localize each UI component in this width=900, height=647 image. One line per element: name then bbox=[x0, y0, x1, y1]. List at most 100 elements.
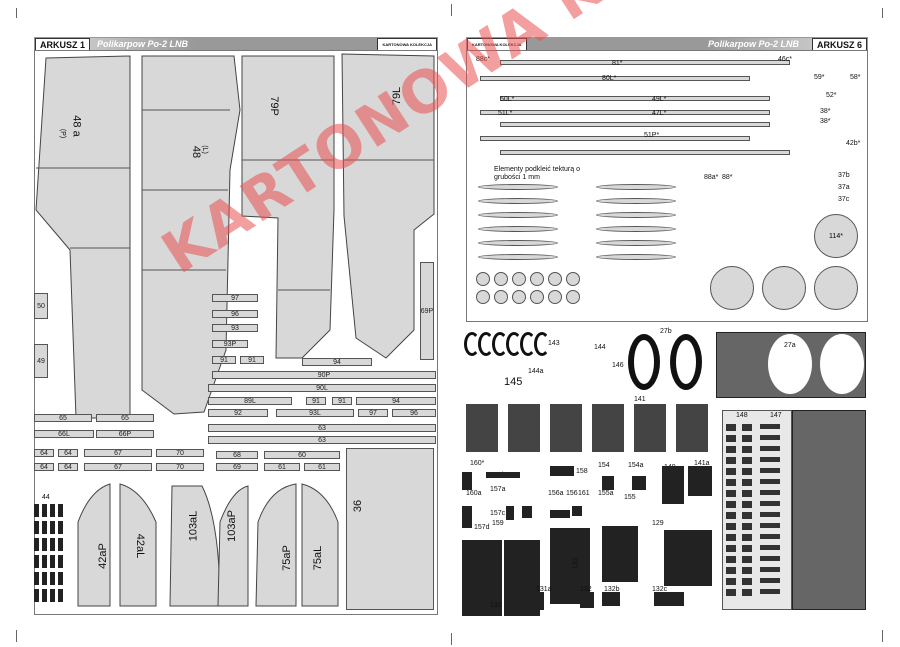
crop-mark bbox=[882, 8, 883, 18]
pad bbox=[726, 589, 736, 596]
c-shape bbox=[506, 332, 522, 356]
pad bbox=[742, 501, 752, 508]
part-147 bbox=[792, 410, 866, 610]
part-63: 63 bbox=[208, 424, 436, 432]
part-44-strip bbox=[42, 521, 47, 534]
part-44-strip bbox=[50, 504, 55, 517]
pad bbox=[742, 512, 752, 519]
pad bbox=[760, 446, 780, 451]
mech-part bbox=[486, 472, 520, 478]
pad bbox=[742, 435, 752, 442]
part-44-strip bbox=[58, 521, 63, 534]
part-27a-label: 27a bbox=[784, 342, 796, 349]
part-63: 63 bbox=[208, 436, 436, 444]
part-64: 64 bbox=[34, 463, 54, 471]
part-145-label: 145 bbox=[504, 376, 523, 388]
pad bbox=[760, 523, 780, 528]
part-160a-label: 160a bbox=[466, 490, 482, 497]
crop-mark bbox=[16, 8, 17, 18]
pad bbox=[742, 545, 752, 552]
thickness-note: Elementy podkleić tekturą o grubości 1 m… bbox=[494, 166, 580, 181]
part-64: 64 bbox=[58, 449, 78, 457]
pad bbox=[742, 523, 752, 530]
longeron-strip bbox=[500, 122, 770, 127]
pad bbox=[726, 567, 736, 574]
pad bbox=[742, 446, 752, 453]
part-61: 61 bbox=[264, 463, 300, 471]
part-44-strip bbox=[58, 504, 63, 517]
part-81: 81* bbox=[612, 60, 623, 67]
part-132b-label: 132b bbox=[604, 586, 620, 593]
block-141 bbox=[634, 404, 666, 452]
part-91: 91 bbox=[306, 397, 326, 405]
c-shape bbox=[520, 332, 536, 356]
part-44-strip bbox=[34, 589, 39, 602]
rib bbox=[596, 240, 676, 246]
disc bbox=[530, 290, 544, 304]
part-49: 49 bbox=[34, 344, 48, 378]
part-114: 114* bbox=[814, 214, 858, 258]
disc bbox=[494, 290, 508, 304]
block-141 bbox=[676, 404, 708, 452]
c-shape bbox=[464, 332, 480, 356]
rib bbox=[478, 184, 558, 190]
disc bbox=[548, 272, 562, 286]
pad bbox=[742, 457, 752, 464]
mech-part bbox=[462, 472, 472, 490]
part-92: 92 bbox=[208, 409, 268, 417]
rib bbox=[596, 226, 676, 232]
mech-part bbox=[662, 466, 684, 504]
block-141 bbox=[592, 404, 624, 452]
part-44-strip bbox=[34, 521, 39, 534]
part-91: 91 bbox=[332, 397, 352, 405]
rib bbox=[596, 184, 676, 190]
crop-mark bbox=[882, 630, 883, 642]
mech-part bbox=[580, 592, 594, 608]
small-discs bbox=[476, 272, 586, 308]
tail-parts bbox=[77, 483, 339, 607]
pad bbox=[726, 468, 736, 475]
part-44-strip bbox=[58, 589, 63, 602]
part-44-strip bbox=[50, 521, 55, 534]
part-37a: 37a bbox=[838, 184, 850, 191]
disc bbox=[476, 272, 490, 286]
c-shape bbox=[478, 332, 494, 356]
part-48-side: (L) bbox=[200, 145, 208, 154]
mech-part bbox=[550, 528, 590, 604]
part-132c-label: 132c bbox=[652, 586, 668, 593]
part-114 bbox=[710, 266, 754, 310]
part-50l: 50L* bbox=[500, 96, 515, 103]
disc bbox=[566, 272, 580, 286]
pad bbox=[760, 435, 780, 440]
disc bbox=[494, 272, 508, 286]
part-27b-hole bbox=[634, 340, 654, 384]
part-94: 94 bbox=[356, 397, 436, 405]
part-44-strip bbox=[50, 572, 55, 585]
part-158-label: 158 bbox=[576, 468, 588, 475]
pad bbox=[726, 479, 736, 486]
part-66l: 66L bbox=[34, 430, 94, 438]
pad bbox=[742, 534, 752, 541]
part-64: 64 bbox=[58, 463, 78, 471]
pad bbox=[726, 490, 736, 497]
part-67: 67 bbox=[84, 449, 152, 457]
pad bbox=[726, 501, 736, 508]
mech-part bbox=[550, 510, 570, 518]
mech-part bbox=[572, 506, 582, 516]
mech-part bbox=[664, 530, 712, 586]
part-114 bbox=[814, 266, 858, 310]
part-44-strips bbox=[34, 504, 68, 608]
part-58: 58* bbox=[850, 74, 861, 81]
pad bbox=[742, 567, 752, 574]
pad bbox=[760, 512, 780, 517]
part-69p: 69P bbox=[420, 262, 434, 360]
part-44-strip bbox=[34, 538, 39, 551]
mech-part bbox=[506, 506, 514, 520]
crop-mark bbox=[451, 633, 452, 645]
part-52: 52* bbox=[826, 92, 837, 99]
part-159-label: 159 bbox=[492, 520, 504, 527]
part-89l: 89L bbox=[208, 397, 292, 405]
pad bbox=[726, 556, 736, 563]
part-160-label: 160* bbox=[470, 460, 485, 467]
